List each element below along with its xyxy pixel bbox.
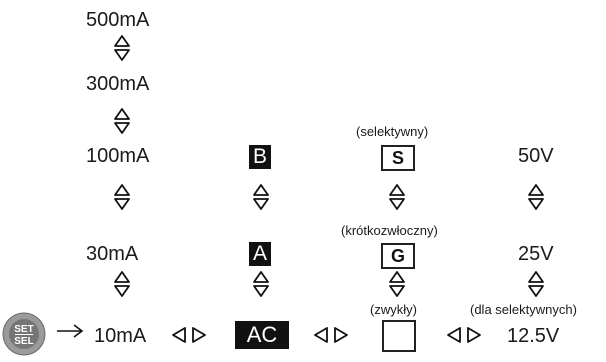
type-a-badge: A	[249, 242, 271, 266]
mode-normal-box	[382, 320, 416, 352]
current-10ma: 10mA	[94, 325, 147, 347]
mode-selective-caption: (selektywny)	[356, 124, 429, 139]
voltage-50v: 50V	[518, 145, 554, 167]
voltage-selective-note: (dla selektywnych)	[470, 302, 577, 317]
set-sel-button-icon: SET SEL	[2, 312, 46, 356]
up-down-arrow-icon	[389, 271, 405, 297]
up-down-arrow-icon	[389, 184, 405, 210]
left-right-arrow-icon	[447, 327, 481, 343]
up-down-arrow-icon	[253, 271, 269, 297]
right-arrow-icon	[57, 324, 84, 338]
voltage-12-5v: 12.5V	[507, 325, 560, 347]
current-30ma: 30mA	[86, 243, 139, 265]
left-right-arrow-icon	[314, 327, 348, 343]
voltage-25v: 25V	[518, 243, 554, 265]
up-down-arrow-icon	[114, 108, 130, 134]
type-b-badge: B	[249, 145, 271, 169]
mode-s-box: S	[381, 145, 415, 171]
up-down-arrow-icon	[114, 35, 130, 61]
type-ac-badge: AC	[235, 321, 289, 349]
up-down-arrow-icon	[253, 184, 269, 210]
mode-g-box: G	[381, 243, 415, 269]
sel-label: SEL	[14, 336, 33, 347]
up-down-arrow-icon	[114, 271, 130, 297]
set-label: SET	[14, 324, 33, 335]
mode-delayed-caption: (krótkozwłoczny)	[341, 223, 438, 238]
up-down-arrow-icon	[114, 184, 130, 210]
mode-normal-caption: (zwykły)	[370, 302, 417, 317]
up-down-arrow-icon	[528, 271, 544, 297]
up-down-arrow-icon	[528, 184, 544, 210]
current-300ma: 300mA	[86, 73, 150, 95]
current-500ma: 500mA	[86, 9, 150, 31]
set-sel-button[interactable]: SET SEL	[2, 311, 46, 357]
left-right-arrow-icon	[172, 327, 206, 343]
current-100ma: 100mA	[86, 145, 150, 167]
